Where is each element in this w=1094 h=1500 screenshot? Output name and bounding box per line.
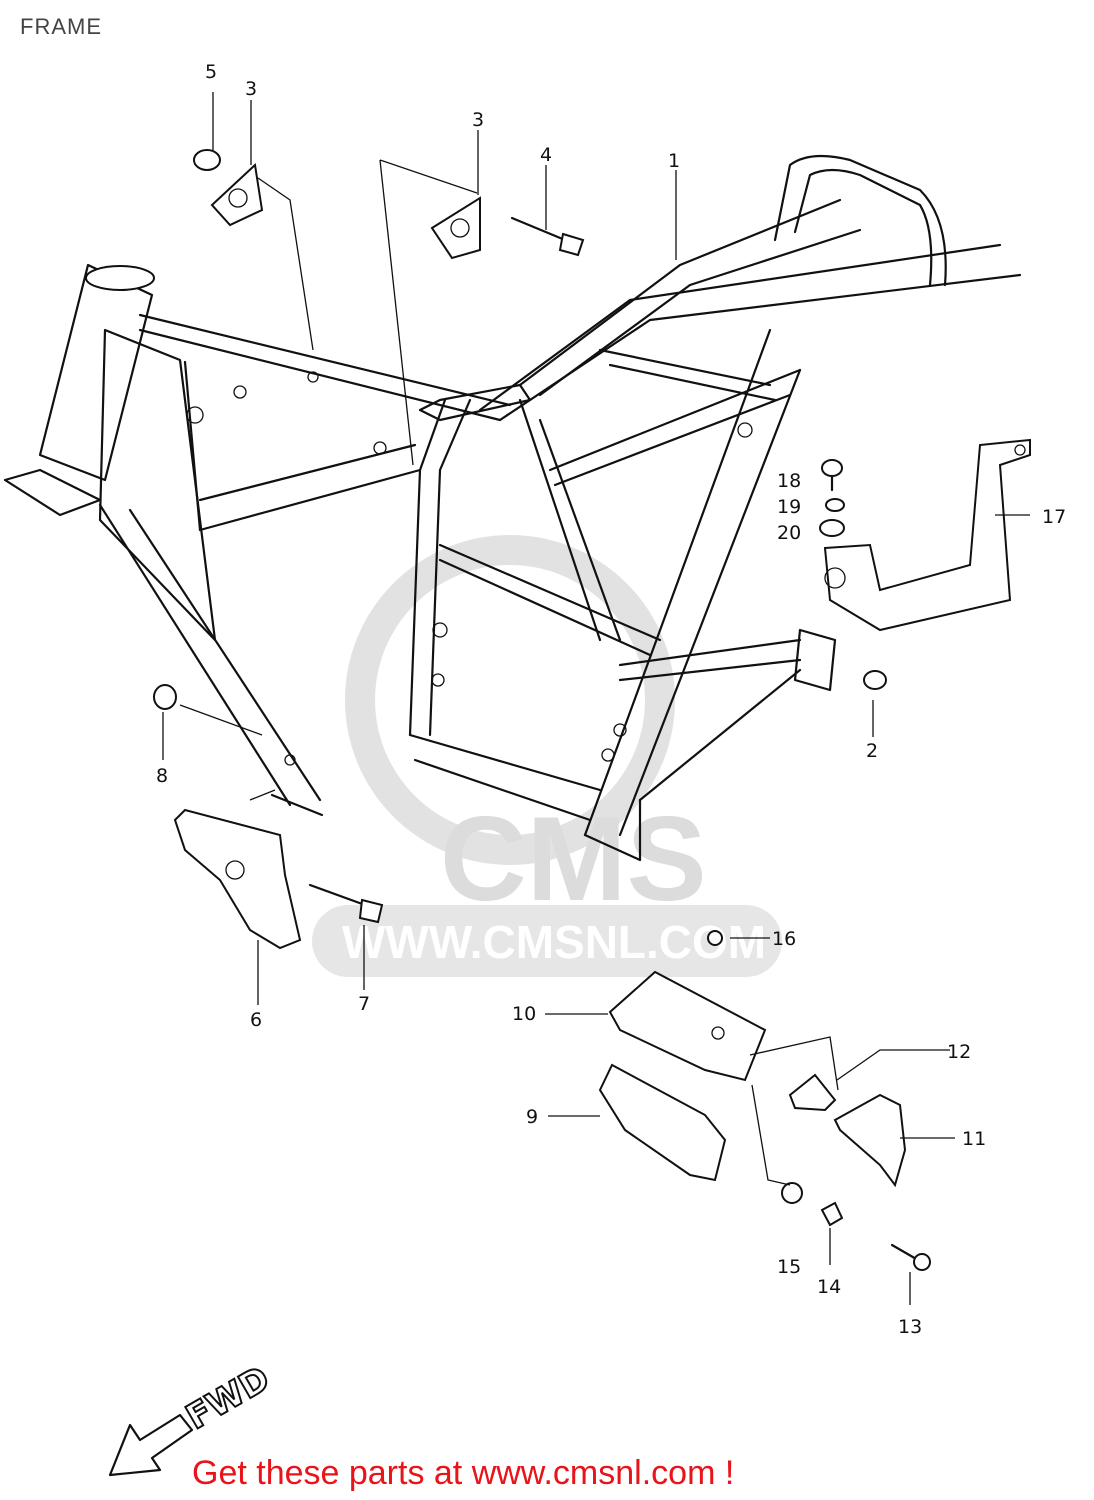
callout-20: 20 (777, 522, 801, 544)
part-guard-6 (173, 808, 302, 950)
callout-16: 16 (772, 928, 796, 950)
fwd-label: FWD (180, 1359, 277, 1438)
callout-12: 12 (947, 1041, 971, 1063)
callout-19: 19 (777, 496, 801, 518)
part-nut-5 (193, 149, 221, 171)
part-bolt-7 (308, 883, 384, 924)
main-frame (3, 154, 1022, 862)
callout-3-left: 3 (245, 78, 257, 100)
watermark-url: WWW.CMSNL.COM (342, 916, 766, 968)
callout-13: 13 (898, 1316, 922, 1338)
callout-4: 4 (540, 144, 552, 166)
part-bolt-18 (821, 459, 843, 492)
callout-1: 1 (668, 150, 680, 172)
part-cap-2 (863, 670, 887, 690)
callout-11: 11 (962, 1128, 986, 1150)
part-nut-8 (153, 684, 177, 710)
footer-promo-text: Get these parts at www.cmsnl.com ! (192, 1454, 735, 1492)
part-bracket-17 (823, 438, 1031, 632)
part-engine-mount-plate-right (430, 196, 481, 260)
part-engine-mount-plate-left (210, 162, 264, 227)
part-bolt-4 (510, 216, 585, 257)
callout-17: 17 (1042, 506, 1066, 528)
part-cover-11 (833, 1093, 907, 1188)
callout-15: 15 (777, 1256, 801, 1278)
callout-3-right: 3 (472, 109, 484, 131)
callout-8: 8 (156, 765, 168, 787)
callout-9: 9 (526, 1106, 538, 1128)
diagram-title: FRAME (20, 14, 102, 39)
part-nut-15 (781, 1182, 803, 1204)
part-plate-12 (788, 1073, 837, 1112)
part-cover-9 (598, 1063, 727, 1182)
part-rubber-20 (819, 519, 845, 537)
part-collar-14 (820, 1201, 844, 1227)
part-screw-13 (890, 1243, 931, 1271)
part-nut-16 (707, 930, 723, 946)
callout-6: 6 (250, 1009, 262, 1031)
callout-14: 14 (817, 1276, 841, 1298)
callout-10: 10 (512, 1003, 536, 1025)
part-washer-19 (825, 498, 845, 512)
callout-2: 2 (866, 740, 878, 762)
leader-lines (162, 92, 1030, 1305)
part-bracket-10 (608, 970, 767, 1082)
callout-18: 18 (777, 470, 801, 492)
callout-5: 5 (205, 61, 217, 83)
callout-numbers: 1 2 3 3 4 5 6 7 8 9 10 11 12 13 14 15 16… (156, 61, 1066, 1338)
cms-watermark: CMS WWW.CMSNL.COM (312, 535, 782, 977)
callout-7: 7 (358, 993, 370, 1015)
